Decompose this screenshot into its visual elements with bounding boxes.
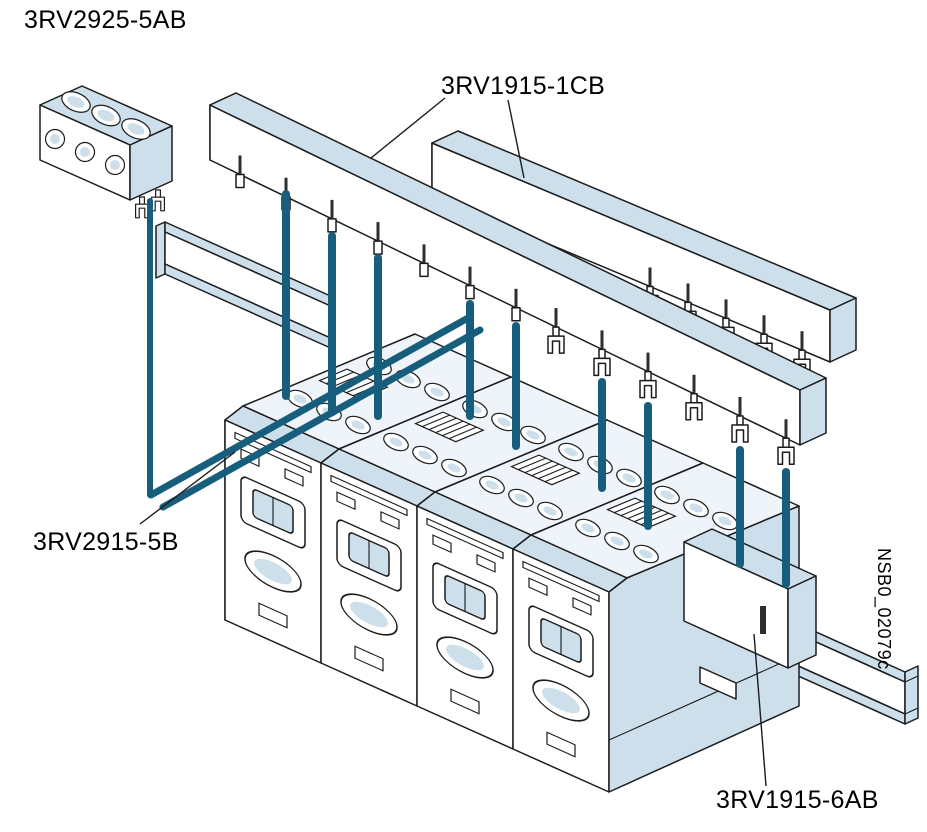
busbar-front	[209, 92, 827, 466]
busbar-leader-2	[507, 99, 525, 179]
din-rail-left	[155, 221, 336, 351]
feeder-terminal-block	[39, 85, 173, 219]
label-drawing-number: NSB0_02079c	[874, 548, 894, 670]
leader-lines	[139, 97, 767, 787]
connection-pins	[282, 190, 790, 588]
label-infeed-terminal: 3RV1915-6AB	[716, 786, 879, 814]
label-feeder-link: 3RV2915-5B	[33, 528, 179, 556]
label-busbar: 3RV1915-1CB	[441, 72, 606, 100]
label-terminal-block: 3RV2925-5AB	[24, 6, 187, 34]
feeder-link-wires	[147, 198, 484, 511]
busbar-rear	[431, 130, 857, 377]
feeder-link-leader	[139, 451, 236, 525]
infeed-leader	[753, 633, 767, 787]
busbar-leader-1	[370, 97, 446, 159]
rail-end-cap	[904, 665, 919, 725]
